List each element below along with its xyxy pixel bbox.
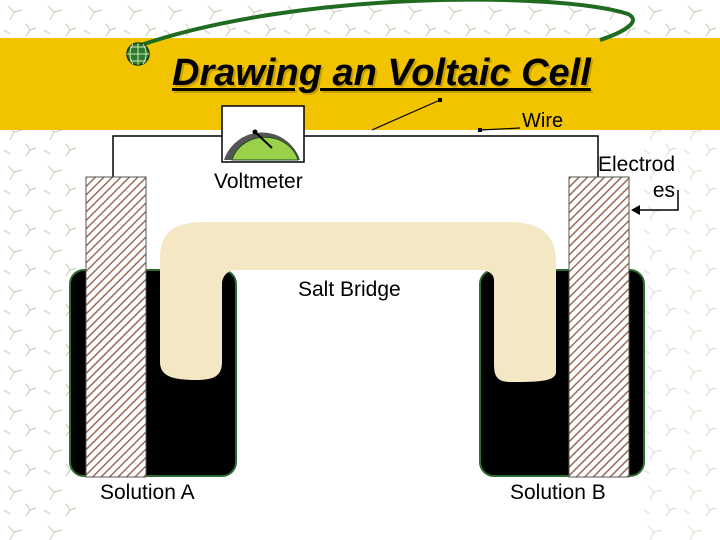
electrode-right	[568, 176, 630, 478]
wire-label-pointer-2	[479, 127, 521, 131]
wire-label-dot	[438, 98, 442, 102]
voltmeter-label: Voltmeter	[214, 170, 303, 193]
page-title: Drawing an Voltaic Cell	[172, 52, 591, 94]
salt-bridge	[160, 222, 556, 382]
electrodes-pointer	[635, 190, 679, 211]
wire-label-pointer	[371, 99, 441, 131]
electrodes-pointer-arrowhead	[631, 205, 640, 215]
wire-left	[112, 135, 225, 178]
voltmeter	[221, 105, 305, 163]
background-pattern-right	[640, 130, 720, 540]
wire-label-dot-2	[478, 128, 482, 132]
wire-right	[298, 135, 599, 178]
voltmeter-needle	[253, 130, 273, 149]
solution-a-label: Solution A	[100, 481, 195, 504]
wire-label: Wire	[522, 110, 564, 132]
title-banner	[0, 38, 720, 130]
background-pattern-left	[0, 130, 80, 540]
solution-b-label: Solution B	[510, 481, 606, 504]
banner-swoosh	[137, 0, 635, 48]
globe-grid-icon	[126, 42, 150, 66]
electrodes-label: Electrod es	[598, 153, 676, 202]
salt-bridge-label: Salt Bridge	[298, 278, 401, 301]
electrode-left	[85, 176, 147, 478]
